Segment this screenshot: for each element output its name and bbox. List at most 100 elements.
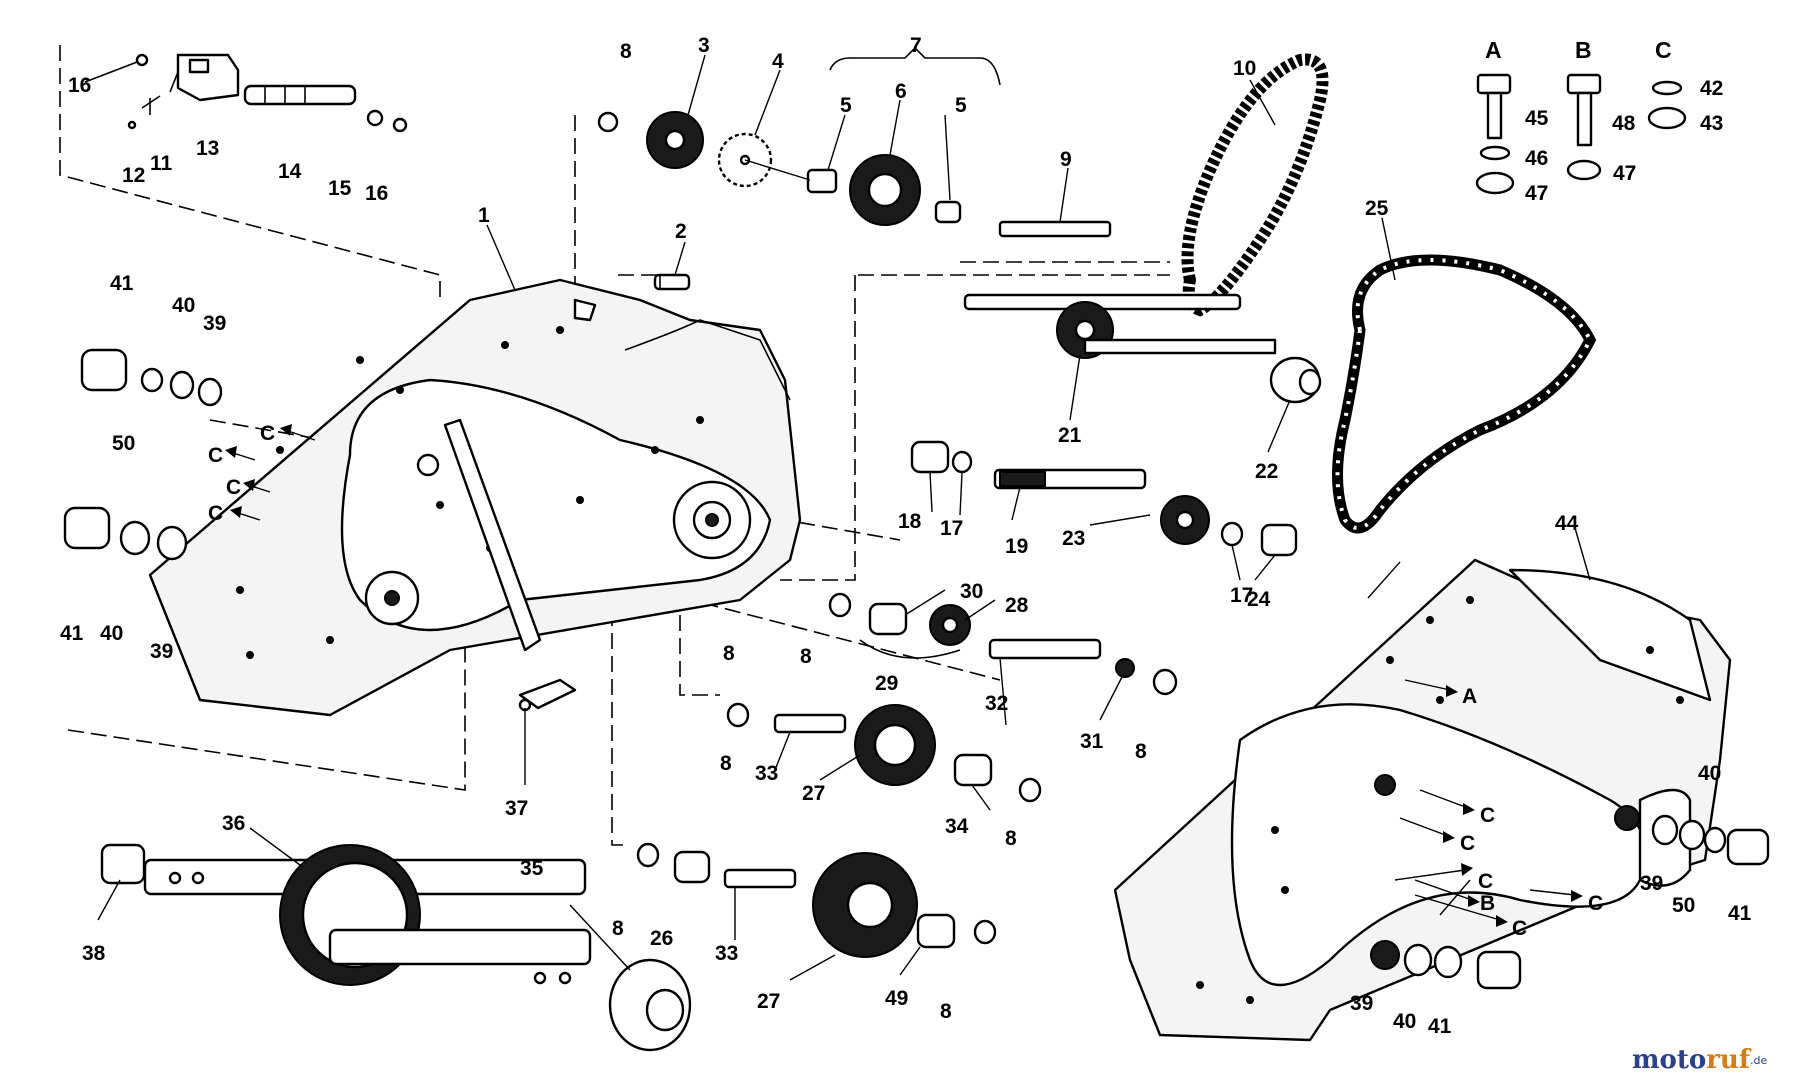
label-part-8-e: 8 [612, 917, 624, 940]
label-part-4: 4 [772, 50, 784, 73]
label-part-50-left: 50 [112, 432, 135, 455]
direction-arrows [225, 424, 1583, 927]
callout-c-right-1: C [1480, 804, 1495, 827]
label-part-40-ul: 40 [172, 294, 195, 317]
label-part-17-right: 17 [1230, 584, 1253, 607]
label-part-19: 19 [1005, 535, 1028, 558]
label-part-8-f: 8 [940, 1000, 952, 1023]
label-part-42: 42 [1700, 77, 1723, 100]
label-part-41-ur: 41 [1728, 902, 1752, 925]
drive-chain-10 [1181, 53, 1329, 317]
shift-handle-37 [518, 678, 577, 712]
callout-b-right: B [1480, 892, 1495, 915]
label-part-35: 35 [520, 857, 544, 880]
label-part-16-left: 16 [68, 74, 91, 97]
label-part-40-ll: 40 [100, 622, 123, 645]
label-part-41-ll: 41 [60, 622, 84, 645]
label-part-12: 12 [122, 164, 145, 187]
watermark-logo: motoruf.de [1632, 1045, 1767, 1075]
label-part-8-b: 8 [1135, 740, 1147, 763]
callout-c-left-3: C [226, 476, 241, 499]
label-part-25: 25 [1365, 197, 1389, 220]
upper-gear-train [597, 111, 1112, 238]
label-part-45: 45 [1525, 107, 1549, 130]
label-part-44: 44 [1555, 512, 1579, 535]
label-part-47-b: 47 [1613, 162, 1636, 185]
label-part-3: 3 [698, 34, 710, 57]
label-part-37: 37 [505, 797, 528, 820]
watermark-suffix: .de [1750, 1054, 1767, 1067]
sprocket-shaft-21 [963, 293, 1322, 404]
label-part-48: 48 [1612, 112, 1636, 135]
label-part-6: 6 [895, 80, 907, 103]
label-part-33-low: 33 [715, 942, 738, 965]
label-part-18: 18 [898, 510, 922, 533]
label-part-32: 32 [985, 692, 1008, 715]
main-chain-case [148, 278, 802, 717]
label-part-34: 34 [945, 815, 969, 838]
callout-c-right-5: C [1588, 892, 1603, 915]
callout-c-right-4: C [1512, 917, 1527, 940]
left-bearing-group [63, 348, 223, 561]
label-part-39-ul: 39 [203, 312, 226, 335]
label-part-28: 28 [1005, 594, 1029, 617]
label-part-36: 36 [222, 812, 245, 835]
label-part-8-g: 8 [800, 645, 812, 668]
label-part-46: 46 [1525, 147, 1548, 170]
label-part-8-d: 8 [1005, 827, 1017, 850]
label-part-2: 2 [675, 220, 687, 243]
watermark-part-2: ruf [1706, 1045, 1752, 1075]
callout-c-right-3: C [1478, 870, 1493, 893]
label-part-8-c: 8 [720, 752, 732, 775]
label-part-5-left: 5 [840, 94, 852, 117]
label-part-9: 9 [1060, 148, 1072, 171]
label-part-10: 10 [1233, 57, 1256, 80]
label-part-21: 21 [1058, 424, 1082, 447]
label-part-30: 30 [960, 580, 983, 603]
hardware-legend [1475, 73, 1687, 195]
label-part-22: 22 [1255, 460, 1278, 483]
brace-7 [829, 46, 1001, 86]
lever-pivot-assembly [84, 53, 408, 133]
idler-gear-group [828, 592, 1178, 696]
bolt-2 [653, 273, 691, 291]
label-part-11: 11 [150, 152, 173, 175]
label-part-41-ul: 41 [110, 272, 134, 295]
label-part-5-right: 5 [955, 94, 967, 117]
label-part-14: 14 [278, 160, 302, 183]
label-part-43: 43 [1700, 112, 1723, 135]
callout-c-left-4: C [208, 502, 223, 525]
label-part-40-ur: 40 [1698, 762, 1721, 785]
label-part-29: 29 [875, 672, 898, 695]
legend-letter-a: A [1485, 37, 1502, 63]
svg-text:motoruf.de: motoruf.de [1632, 1045, 1767, 1075]
callout-c-right-2: C [1460, 832, 1475, 855]
label-part-1: 1 [478, 204, 490, 227]
label-part-39-lr: 39 [1350, 992, 1373, 1015]
label-part-7: 7 [910, 34, 922, 57]
part-number-labels: 1 2 3 4 5 5 6 7 8 9 10 11 12 13 14 15 16… [60, 34, 1752, 1038]
right-bearing-group [1403, 814, 1770, 990]
label-part-50-right: 50 [1672, 894, 1695, 917]
hardware-legend-letters: A B C [1485, 37, 1672, 63]
callout-a-right: A [1462, 685, 1477, 708]
label-part-8-top: 8 [620, 40, 632, 63]
label-part-31: 31 [1080, 730, 1104, 753]
legend-letter-b: B [1575, 37, 1592, 63]
label-leader-lines [97, 54, 1591, 981]
watermark-part-1: moto [1632, 1045, 1706, 1075]
label-part-24: 24 [1247, 588, 1271, 611]
label-part-23: 23 [1062, 527, 1085, 550]
callout-c-left-1: C [260, 422, 275, 445]
label-part-33-mid: 33 [755, 762, 778, 785]
legend-letter-c: C [1655, 37, 1672, 63]
label-part-41-lr: 41 [1428, 1015, 1452, 1038]
label-part-49: 49 [885, 987, 908, 1010]
label-part-8-a: 8 [723, 642, 735, 665]
label-part-27-low: 27 [757, 990, 780, 1013]
label-part-47-a: 47 [1525, 182, 1548, 205]
tine-axle-assembly [100, 843, 692, 1052]
label-part-26: 26 [650, 927, 673, 950]
label-part-39-ur: 39 [1640, 872, 1663, 895]
